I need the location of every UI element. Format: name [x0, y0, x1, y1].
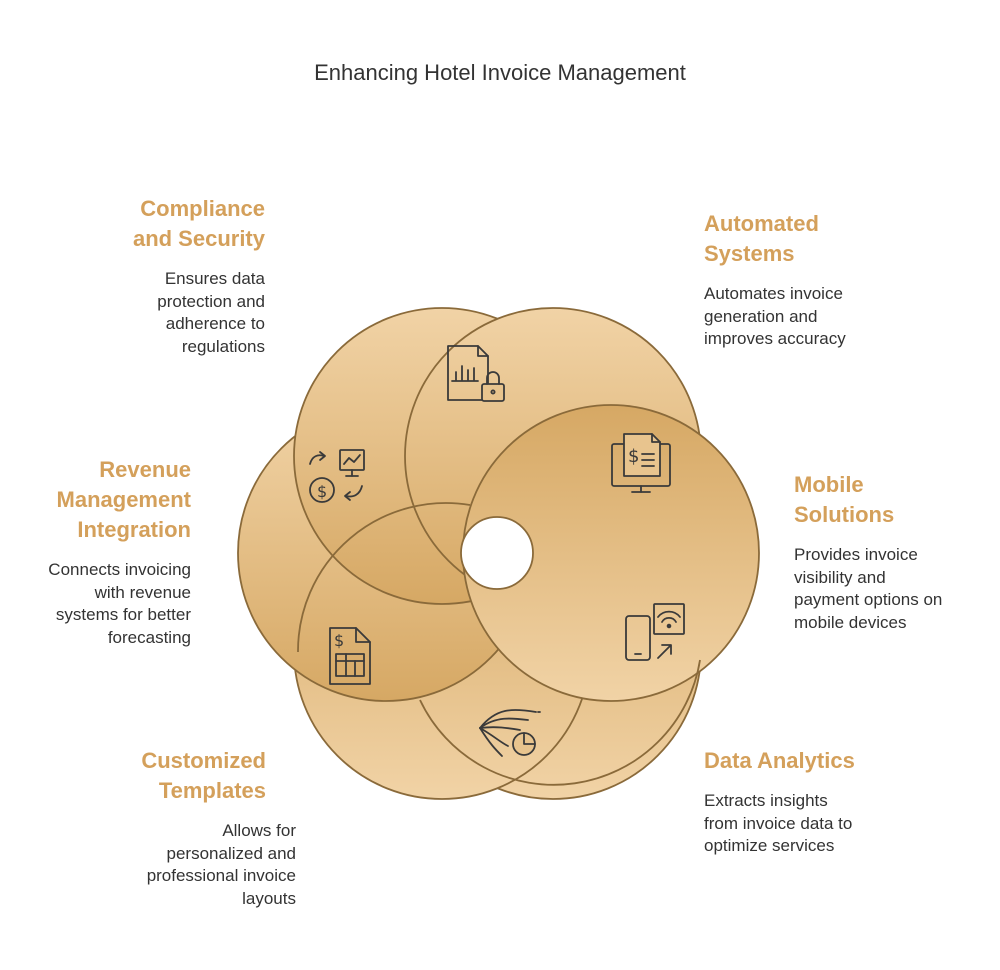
description-line: Extracts insights — [704, 791, 828, 810]
description-line: regulations — [181, 336, 265, 356]
description-line: improves accuracy — [704, 329, 846, 348]
description-line: Connects invoicing — [48, 560, 191, 579]
segment-automated: Automated Systems Automates invoice gene… — [704, 209, 924, 351]
svg-text:$: $ — [628, 446, 639, 467]
segment-description: Allows for personalized and professional… — [76, 820, 296, 910]
description-line: generation and — [704, 306, 818, 326]
segment-mobile: Mobile Solutions Provides invoice visibi… — [794, 470, 994, 634]
heading-line: and Security — [132, 226, 265, 251]
description-line: systems for better — [55, 605, 191, 624]
description-line: protection and — [157, 291, 265, 311]
center-hole — [460, 516, 534, 590]
segment-description: Connects invoicing with revenue systems … — [20, 559, 191, 649]
description-line: professional invoice — [146, 866, 296, 885]
description-line: Ensures data — [164, 269, 265, 288]
segment-description: Ensures data protection and adherence to… — [60, 268, 265, 358]
heading-line: Mobile — [794, 472, 864, 497]
description-line: personalized and — [166, 843, 296, 863]
description-line: adherence to — [165, 314, 265, 333]
segment-heading: Revenue Management Integration — [20, 455, 191, 545]
monitor-invoice-icon: $ — [611, 433, 671, 493]
segment-description: Automates invoice generation and improve… — [704, 283, 924, 351]
svg-text:$: $ — [334, 631, 344, 650]
segment-revenue: Revenue Management Integration Connects … — [20, 455, 191, 649]
segment-heading: Customized Templates — [76, 746, 266, 806]
revenue-cycle-icon: $ — [309, 449, 365, 503]
diagram-title: Enhancing Hotel Invoice Management — [314, 60, 686, 85]
segment-heading: Mobile Solutions — [794, 470, 994, 530]
segment-heading: Automated Systems — [704, 209, 924, 269]
mobile-payment-icon — [625, 603, 685, 661]
description-line: Allows for — [222, 821, 296, 840]
heading-line: Integration — [77, 517, 191, 542]
invoice-template-icon: $ — [329, 627, 371, 685]
petal-templates-overlap — [297, 502, 471, 653]
heading-line: Customized — [141, 748, 266, 773]
heading-line: Templates — [158, 778, 266, 803]
svg-text:$: $ — [317, 482, 327, 501]
description-line: payment options on — [794, 590, 943, 609]
segment-heading: Data Analytics — [704, 746, 924, 776]
segment-templates: Customized Templates Allows for personal… — [76, 746, 296, 910]
heading-line: Systems — [704, 241, 795, 266]
description-line: mobile devices — [794, 612, 907, 632]
heading-line: Automated — [704, 211, 819, 236]
heading-line: Management — [56, 487, 191, 512]
segment-analytics: Data Analytics Extracts insights from in… — [704, 746, 924, 858]
segment-compliance: Compliance and Security Ensures data pro… — [60, 194, 265, 358]
description-line: optimize services — [704, 836, 835, 855]
description-line: visibility and — [794, 567, 886, 587]
segment-description: Extracts insights from invoice data to o… — [704, 790, 924, 858]
description-line: from invoice data to — [704, 813, 853, 833]
description-line: Automates invoice — [704, 284, 843, 303]
segment-description: Provides invoice visibility and payment … — [794, 544, 994, 634]
heading-line: Data Analytics — [704, 748, 855, 773]
document-chart-lock-icon — [447, 345, 505, 402]
heading-line: Revenue — [99, 457, 191, 482]
heading-line: Compliance — [140, 196, 265, 221]
description-line: Provides invoice — [794, 545, 918, 564]
data-flow-chart-icon — [479, 709, 541, 757]
petal-data-analytics-overlap — [419, 659, 701, 786]
description-line: forecasting — [107, 627, 191, 647]
segment-heading: Compliance and Security — [60, 194, 265, 254]
description-line: layouts — [242, 888, 296, 908]
description-line: with revenue — [94, 582, 191, 602]
heading-line: Solutions — [794, 502, 895, 527]
